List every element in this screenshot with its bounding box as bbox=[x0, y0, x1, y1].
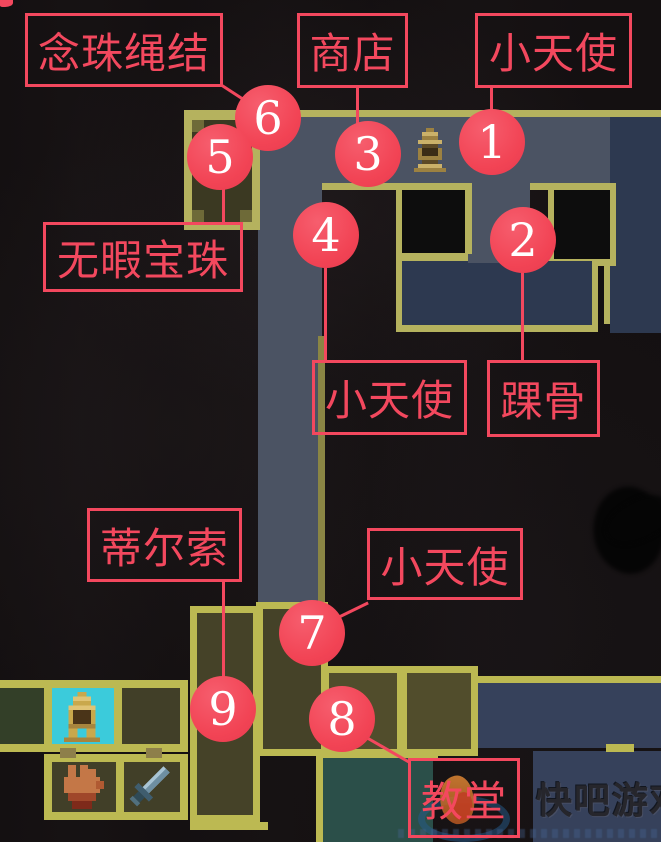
bell-icon bbox=[63, 692, 101, 742]
map-bottom-border bbox=[190, 822, 268, 830]
map-olive-room bbox=[407, 673, 471, 749]
sword-icon bbox=[129, 766, 170, 807]
map-navy-room-bottom bbox=[473, 683, 661, 748]
map-grid-border bbox=[44, 754, 188, 762]
map-top-border bbox=[184, 110, 661, 117]
label-text: 无暇宝珠 bbox=[56, 238, 229, 285]
map-corridor-bottom-border bbox=[322, 183, 468, 190]
label-text: 念珠绳结 bbox=[37, 31, 210, 78]
label-text: 踝骨 bbox=[500, 380, 587, 426]
label-text: 小天使 bbox=[488, 32, 618, 78]
shrine-icon bbox=[414, 128, 446, 172]
connector-line bbox=[222, 186, 225, 224]
map-grid-border bbox=[44, 762, 52, 812]
connector-line bbox=[222, 580, 225, 678]
map-marker-1: 1 bbox=[459, 109, 525, 175]
corner-artifact bbox=[0, 0, 13, 7]
map-marker-9: 9 bbox=[190, 676, 256, 742]
connector-line bbox=[521, 271, 524, 362]
map-right-navy-room bbox=[610, 117, 661, 333]
map-grid-border bbox=[180, 762, 188, 812]
map-right-border bbox=[604, 228, 610, 324]
map-green-room bbox=[0, 688, 44, 744]
label-text: 蒂尔索 bbox=[99, 526, 229, 573]
watermark-subtext bbox=[398, 829, 658, 838]
connector-line bbox=[324, 266, 327, 362]
connector-line bbox=[490, 88, 493, 112]
map-marker-4: 4 bbox=[293, 202, 359, 268]
label-cherub-7: 小天使 bbox=[367, 528, 523, 600]
map-corridor-edge-strip bbox=[318, 336, 325, 608]
map-marker-2: 2 bbox=[490, 207, 556, 273]
connector-line bbox=[356, 88, 359, 124]
map-grid-border bbox=[44, 688, 52, 746]
label-text: 教堂 bbox=[420, 779, 507, 826]
label-flawless-orb: 无暇宝珠 bbox=[43, 222, 243, 292]
label-anklebone: 踝骨 bbox=[487, 360, 600, 437]
label-cherub-1: 小天使 bbox=[475, 13, 632, 88]
label-text: 商店 bbox=[309, 32, 396, 78]
map-olive-room bbox=[122, 688, 180, 744]
map-navy-room bbox=[402, 261, 592, 325]
map-vertical-corridor bbox=[258, 117, 322, 608]
map-black-room bbox=[554, 190, 610, 259]
map-marker-3: 3 bbox=[335, 121, 401, 187]
map-navy-room-bottom bbox=[533, 751, 661, 842]
map-door-connector bbox=[60, 748, 76, 758]
label-text: 小天使 bbox=[380, 545, 510, 592]
map-grid-border bbox=[44, 812, 188, 820]
map-grid-border bbox=[114, 688, 122, 746]
map-marker-5: 5 bbox=[187, 124, 253, 190]
hand-icon bbox=[64, 765, 104, 809]
map-grid-border bbox=[0, 680, 188, 688]
map-corner-step bbox=[240, 210, 252, 222]
map-corner-step bbox=[192, 210, 204, 222]
watermark-text: 快吧游戏 bbox=[536, 781, 661, 822]
map-marker-7: 7 bbox=[279, 600, 345, 666]
map-teal-border bbox=[316, 758, 323, 842]
map-marker-8: 8 bbox=[309, 686, 375, 752]
map-grid-border bbox=[116, 762, 124, 812]
map-grid-border bbox=[180, 688, 188, 746]
label-cherub-4: 小天使 bbox=[312, 360, 467, 435]
map-door-connector bbox=[146, 748, 162, 758]
map-teal-room bbox=[323, 758, 433, 842]
label-tirso: 蒂尔索 bbox=[87, 508, 242, 582]
map-black-room bbox=[402, 190, 465, 253]
label-text: 小天使 bbox=[324, 379, 454, 425]
map-grid-border bbox=[0, 744, 188, 752]
map-navy-top-border bbox=[473, 676, 661, 683]
map-marker-6: 6 bbox=[235, 85, 301, 151]
map-teal-border bbox=[316, 750, 438, 758]
label-shop: 商店 bbox=[297, 13, 408, 88]
map-door-connector bbox=[606, 744, 634, 752]
label-rosary-knot: 念珠绳结 bbox=[25, 13, 223, 87]
label-church: 教堂 bbox=[408, 758, 520, 838]
